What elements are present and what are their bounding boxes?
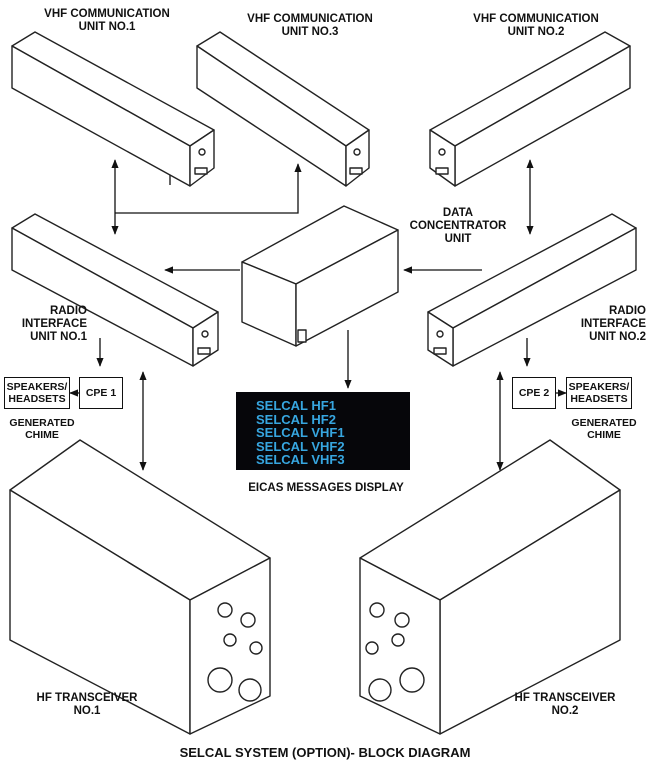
dcu-label: DATA CONCENTRATOR UNIT (398, 207, 518, 246)
speakers-headsets-1-box: SPEAKERS/ HEADSETS (4, 377, 70, 409)
vhf-unit-3-label-line: VHF COMMUNICATION (247, 13, 373, 25)
eicas-message: SELCAL VHF1 (256, 425, 345, 440)
eicas-display-label: EICAS MESSAGES DISPLAY (226, 482, 426, 495)
dcu-label-line: CONCENTRATOR (409, 220, 507, 232)
speakers-headsets-2-line: SPEAKERS/ (568, 381, 630, 393)
hf-transceiver-1-label-line: NO.1 (73, 705, 101, 717)
generated-chime-1-line: CHIME (25, 429, 59, 441)
riu-1-label: RADIO INTERFACE UNIT NO.1 (3, 305, 87, 344)
diagram-title: SELCAL SYSTEM (OPTION)- BLOCK DIAGRAM (179, 745, 471, 760)
generated-chime-2-line: GENERATED (571, 417, 637, 429)
speakers-headsets-1-line: SPEAKERS/ (6, 381, 68, 393)
riu-1-label-line: UNIT NO.1 (30, 331, 87, 343)
cpe-2-label: CPE 2 (518, 387, 550, 399)
hf-transceiver-1-label: HF TRANSCEIVER NO.1 (12, 692, 162, 718)
riu-2-label-line: INTERFACE (580, 318, 646, 330)
speakers-headsets-2-box: SPEAKERS/ HEADSETS (566, 377, 632, 409)
vhf-unit-2-drawing (429, 31, 631, 187)
speakers-headsets-2-line: HEADSETS (570, 393, 628, 405)
vhf-unit-1-label-line: VHF COMMUNICATION (44, 8, 170, 20)
vhf-unit-3-label-line: UNIT NO.3 (281, 26, 339, 38)
dcu-label-line: DATA (442, 207, 474, 219)
riu-2-label: RADIO INTERFACE UNIT NO.2 (562, 305, 646, 344)
cpe-1-box: CPE 1 (79, 377, 123, 409)
hf-transceiver-2-label-line: NO.2 (551, 705, 579, 717)
vhf-unit-1-label-line: UNIT NO.1 (78, 21, 136, 33)
connection-lines (69, 159, 567, 471)
vhf3-link (115, 163, 302, 214)
vhf-unit-1-label: VHF COMMUNICATION UNIT NO.1 (12, 8, 202, 34)
eicas-message-list: SELCAL HF1 SELCAL HF2 SELCAL VHF1 SELCAL… (256, 399, 345, 467)
dcu-label-line: UNIT (444, 233, 472, 245)
eicas-message: SELCAL HF2 (256, 411, 336, 427)
vhf-unit-2-label: VHF COMMUNICATION UNIT NO.2 (441, 13, 631, 39)
eicas-message: SELCAL VHF3 (256, 452, 345, 467)
riu-2-label-line: UNIT NO.2 (589, 331, 646, 343)
riu-2-label-line: RADIO (608, 305, 646, 317)
vhf-unit-2-label-line: UNIT NO.2 (507, 26, 565, 38)
hf-transceiver-2-label: HF TRANSCEIVER NO.2 (490, 692, 640, 718)
generated-chime-1-label: GENERATED CHIME (0, 417, 84, 441)
generated-chime-2-label: GENERATED CHIME (562, 417, 646, 441)
hf-transceiver-2-label-line: HF TRANSCEIVER (514, 692, 616, 704)
generated-chime-1-line: GENERATED (9, 417, 75, 429)
vhf-unit-3-label: VHF COMMUNICATION UNIT NO.3 (215, 13, 405, 39)
eicas-display-label-text: EICAS MESSAGES DISPLAY (248, 482, 404, 494)
dcu-drawing (241, 205, 399, 347)
vhf-unit-3-drawing (196, 31, 370, 187)
hf-transceiver-1-label-line: HF TRANSCEIVER (36, 692, 138, 704)
vhf-unit-2-label-line: VHF COMMUNICATION (473, 13, 599, 25)
generated-chime-2-line: CHIME (587, 429, 621, 441)
eicas-message: SELCAL VHF2 (256, 438, 345, 454)
eicas-display: SELCAL HF1 SELCAL HF2 SELCAL VHF1 SELCAL… (236, 392, 410, 470)
eicas-message: SELCAL HF1 (256, 398, 336, 413)
riu-1-drawing (11, 213, 219, 367)
riu-2-drawing (427, 213, 637, 367)
speakers-headsets-1-line: HEADSETS (8, 393, 66, 405)
riu-1-label-line: INTERFACE (21, 318, 87, 330)
hf-transceiver-1-drawing (9, 439, 271, 735)
vhf-unit-1-drawing (11, 31, 215, 187)
cpe-1-label: CPE 1 (85, 387, 117, 399)
riu-1-label-line: RADIO (49, 305, 87, 317)
hf-transceiver-2-drawing (359, 439, 621, 735)
cpe-2-box: CPE 2 (512, 377, 556, 409)
